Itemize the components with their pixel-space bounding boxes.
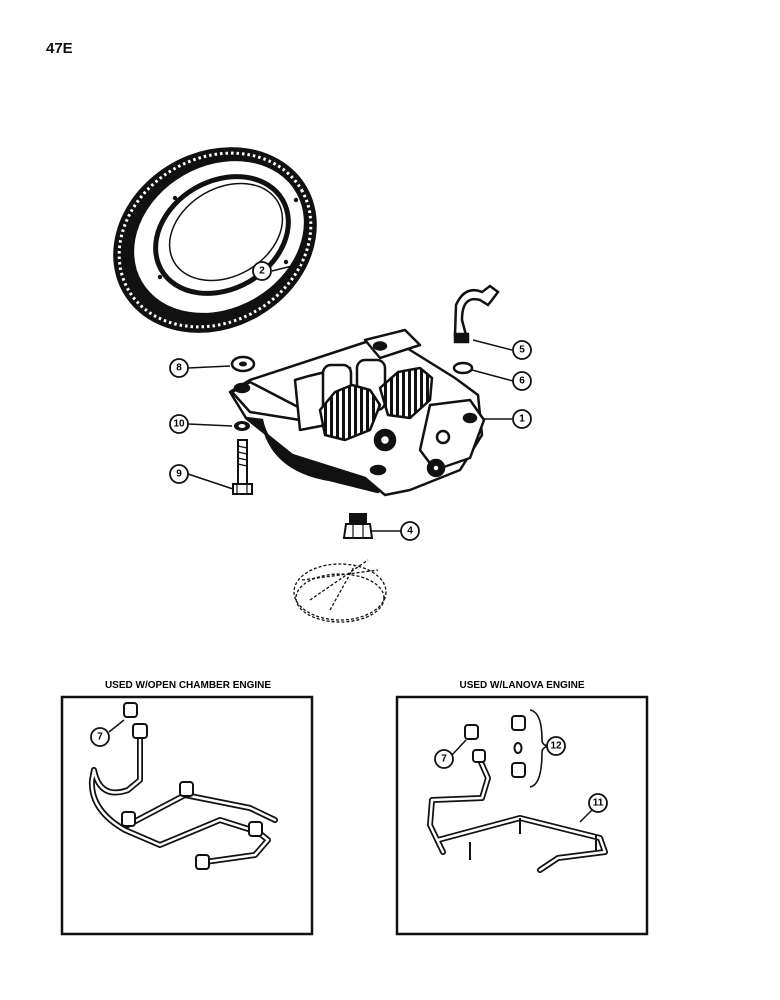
plug-fitting: [342, 513, 374, 539]
callout-2: 2: [259, 266, 265, 277]
callout-10: 10: [173, 419, 185, 430]
page-number: 47E: [46, 40, 73, 57]
strainer-screen: [293, 559, 387, 623]
inset-lanova: 12 7 11: [395, 695, 649, 936]
elbow-tube: [453, 284, 500, 344]
bolt: [232, 439, 253, 495]
callout-9: 9: [176, 469, 182, 480]
callout-7-left: 7: [97, 732, 103, 743]
callout-7-right: 7: [441, 754, 447, 765]
callout-4: 4: [407, 526, 413, 537]
inset-right-title: USED W/LANOVA ENGINE: [459, 680, 584, 691]
callout-1: 1: [519, 414, 525, 425]
ring-gear: [113, 147, 317, 333]
callout-6: 6: [519, 376, 525, 387]
callout-12: 12: [550, 741, 562, 752]
inset-left-title: USED W/OPEN CHAMBER ENGINE: [105, 680, 271, 691]
o-ring: [452, 361, 474, 375]
inset-open-chamber: 7: [60, 695, 314, 936]
callout-8: 8: [176, 363, 182, 374]
callout-11: 11: [593, 798, 604, 809]
callout-5: 5: [519, 345, 525, 356]
oil-pump-housing: [228, 328, 486, 497]
